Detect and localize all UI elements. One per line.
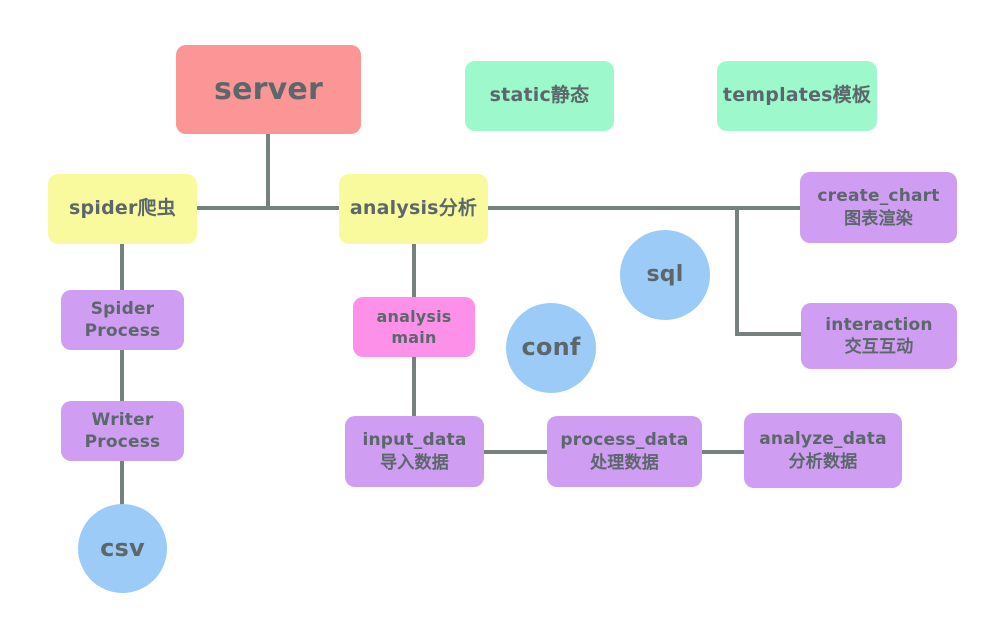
node-static[interactable]: static静态 bbox=[465, 61, 614, 131]
node-create-chart-label-zh: 图表渲染 bbox=[844, 208, 913, 229]
node-spider-process-line1: Spider bbox=[90, 298, 155, 319]
node-analysis[interactable]: analysis分析 bbox=[339, 174, 488, 244]
node-interaction-label-en: interaction bbox=[825, 314, 933, 335]
node-spider-label: spider爬虫 bbox=[69, 197, 176, 220]
node-analysis-main-line1: analysis bbox=[376, 306, 452, 326]
node-analyze-data-label-zh: 分析数据 bbox=[788, 451, 858, 472]
node-process-data[interactable]: process_data 处理数据 bbox=[547, 416, 702, 487]
connector-server-down bbox=[266, 134, 270, 210]
node-writer-process-line1: Writer bbox=[91, 409, 154, 430]
node-analyze-data-label-en: analyze_data bbox=[759, 429, 887, 450]
node-process-data-label-zh: 处理数据 bbox=[590, 452, 659, 473]
node-analysis-label: analysis分析 bbox=[349, 197, 478, 220]
node-create-chart[interactable]: create_chart 图表渲染 bbox=[800, 172, 957, 243]
node-analyze-data[interactable]: analyze_data 分析数据 bbox=[744, 413, 902, 488]
node-writer-process-line2: Process bbox=[84, 432, 161, 452]
node-spider[interactable]: spider爬虫 bbox=[48, 174, 197, 244]
node-input-data[interactable]: input_data 导入数据 bbox=[345, 416, 484, 487]
node-input-data-label-en: input_data bbox=[362, 430, 467, 451]
node-process-data-label-en: process_data bbox=[560, 430, 689, 451]
node-csv[interactable]: csv bbox=[78, 504, 167, 593]
node-server[interactable]: server bbox=[176, 45, 361, 134]
node-sql-label: sql bbox=[646, 262, 684, 288]
node-templates[interactable]: templates模板 bbox=[717, 61, 877, 131]
connector-process-analyze bbox=[702, 450, 744, 454]
node-analysis-main-line2: main bbox=[391, 328, 437, 347]
node-spider-process-line2: Process bbox=[84, 321, 161, 341]
node-static-label: static静态 bbox=[489, 84, 590, 107]
node-analysis-main[interactable]: analysis main bbox=[353, 297, 475, 357]
node-server-label: server bbox=[214, 71, 323, 107]
connector-to-interaction bbox=[735, 332, 801, 336]
node-sql[interactable]: sql bbox=[620, 230, 710, 320]
connector-spider-analysis bbox=[197, 206, 339, 210]
node-create-chart-label-en: create_chart bbox=[817, 186, 940, 207]
node-interaction-label-zh: 交互互动 bbox=[844, 337, 914, 357]
connector-right-branch-vertical bbox=[735, 206, 739, 336]
node-templates-label: templates模板 bbox=[722, 84, 872, 107]
node-writer-process[interactable]: Writer Process bbox=[61, 401, 184, 461]
node-input-data-label-zh: 导入数据 bbox=[380, 452, 449, 473]
node-conf-label: conf bbox=[521, 333, 581, 362]
node-interaction[interactable]: interaction 交互互动 bbox=[801, 303, 957, 369]
node-conf[interactable]: conf bbox=[506, 303, 596, 393]
connector-spider-column bbox=[120, 244, 124, 508]
connector-input-process bbox=[484, 450, 547, 454]
node-csv-label: csv bbox=[100, 533, 145, 562]
node-spider-process[interactable]: Spider Process bbox=[61, 290, 184, 350]
connector-analysis-right bbox=[488, 206, 800, 210]
